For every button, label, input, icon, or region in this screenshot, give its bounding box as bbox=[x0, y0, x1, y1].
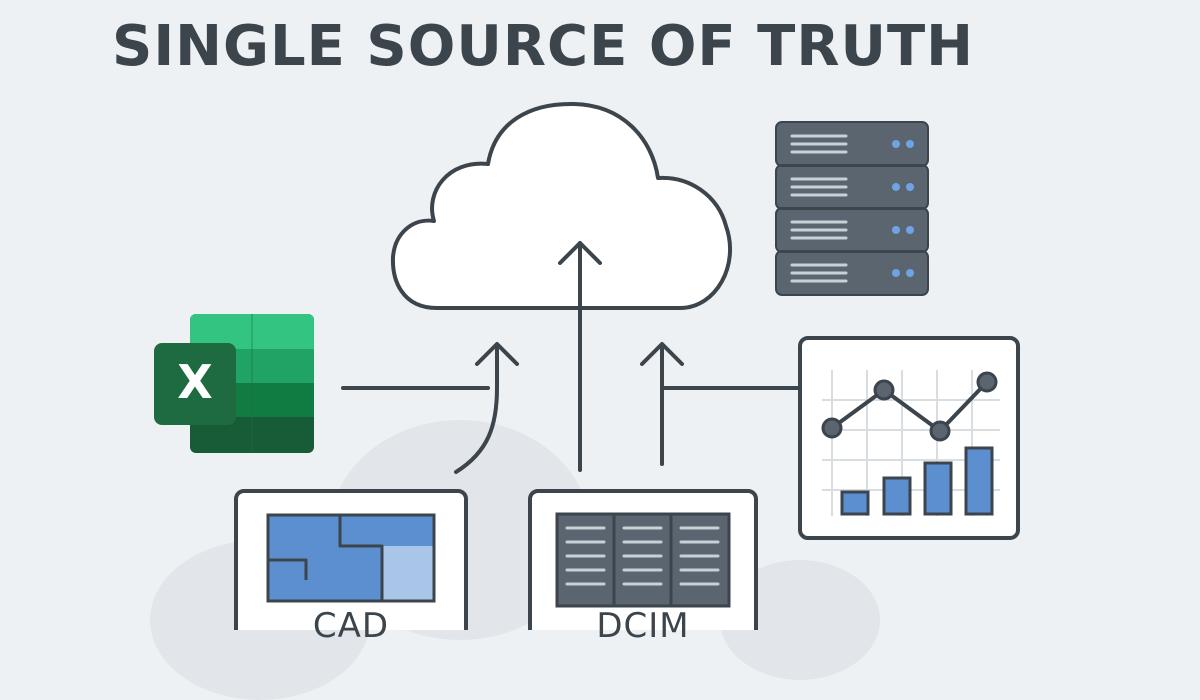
cad-icon bbox=[234, 489, 468, 630]
bar-4 bbox=[964, 446, 994, 516]
bar-1 bbox=[840, 490, 870, 516]
excel-icon: X bbox=[154, 314, 314, 453]
bar-2 bbox=[882, 476, 912, 516]
excel-letter: X bbox=[177, 355, 212, 409]
left-arrow bbox=[341, 342, 519, 474]
diagram: X bbox=[154, 101, 1020, 630]
bar-3 bbox=[923, 461, 953, 516]
line-point-1 bbox=[821, 417, 843, 439]
center-arrow bbox=[558, 241, 602, 472]
line-point-2 bbox=[873, 379, 895, 401]
analytics-chart-icon bbox=[798, 336, 1020, 540]
cad-label: CAD bbox=[312, 606, 390, 646]
server-rack-icon bbox=[775, 121, 929, 296]
dcim-icon bbox=[528, 489, 758, 630]
dcim-label: DCIM bbox=[596, 606, 690, 646]
right-arrow bbox=[640, 342, 802, 466]
cloud-icon bbox=[390, 101, 732, 310]
line-point-4 bbox=[976, 371, 998, 393]
line-point-3 bbox=[929, 420, 951, 442]
page-title: SINGLE SOURCE OF TRUTH bbox=[112, 14, 975, 79]
